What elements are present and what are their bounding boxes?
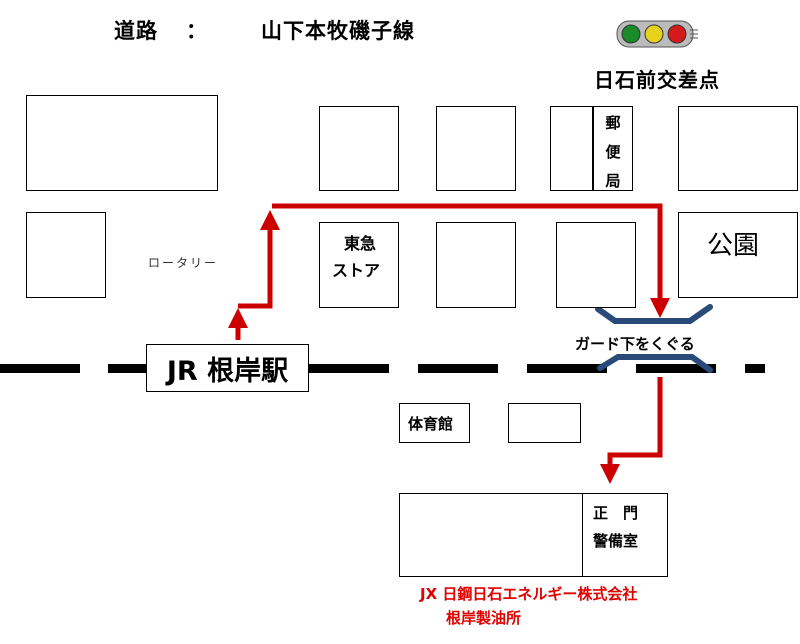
block-lower-2 (508, 403, 581, 443)
post-office-block: 郵 便 局 (593, 106, 633, 191)
underpass-bridge (595, 304, 713, 373)
gym-block: 体育館 (399, 403, 470, 443)
tokyu-store-line1: 東急 (344, 234, 377, 253)
refinery-name: 根岸製油所 (446, 609, 522, 627)
main-gate-block: 正 門 警備室 (582, 493, 668, 577)
park-label: 公園 (707, 231, 760, 261)
jr-negishi-station: JR 根岸駅 (146, 344, 309, 392)
route-path (228, 203, 670, 484)
tokyu-store-block: 東急 ストア (319, 222, 399, 308)
station-label: JR 根岸駅 (166, 355, 289, 387)
block-top-3 (436, 106, 516, 191)
post-office-char-1: 郵 (605, 114, 621, 132)
tokyu-store-line2: ストア (332, 261, 381, 280)
road-colon: ： (186, 19, 208, 43)
park-block: 公園 (678, 212, 798, 298)
block-top-4 (550, 106, 593, 191)
block-top-left (26, 95, 218, 191)
block-top-right (678, 106, 798, 191)
road-name: 山下本牧磯子線 (261, 19, 415, 43)
block-row2-4 (556, 222, 636, 308)
post-office-char-2: 便 (605, 143, 621, 161)
company-name: JX 日鋼日石エネルギー株式会社 (420, 585, 638, 603)
traffic-light-icon (616, 20, 698, 48)
post-office-char-3: 局 (605, 172, 621, 190)
block-row2-3 (436, 222, 516, 308)
main-gate-line1: 正 門 (593, 504, 639, 522)
main-gate-line2: 警備室 (593, 532, 639, 550)
road-label: 道路 (114, 19, 158, 43)
block-top-2 (319, 106, 399, 191)
intersection-name: 日石前交差点 (594, 68, 720, 92)
underpass-label: ガード下をくぐる (573, 333, 697, 354)
railway-line (0, 364, 765, 373)
refinery-block (399, 493, 583, 577)
rotary-label: ロータリー (148, 256, 219, 270)
gym-label: 体育館 (408, 415, 454, 433)
block-row2-left (26, 212, 106, 298)
